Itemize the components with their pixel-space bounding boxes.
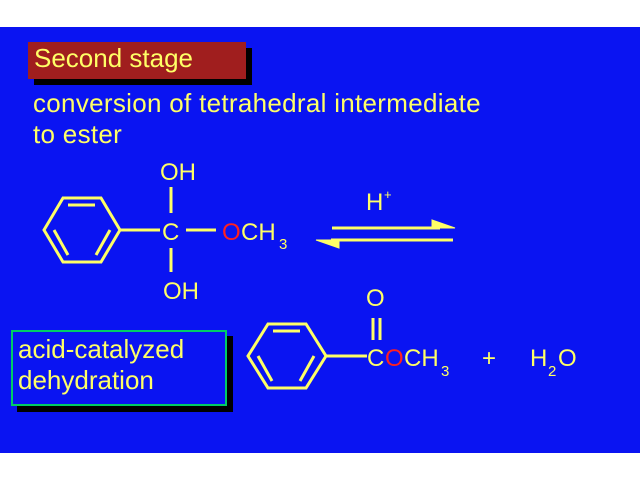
slide-title: Second stage bbox=[34, 43, 194, 73]
product-carbonyl-oxygen: O bbox=[366, 285, 385, 312]
slide-subtitle: conversion of tetrahedral intermediate t… bbox=[33, 88, 481, 150]
catalyst-label: H bbox=[366, 189, 383, 216]
step-label-line-2: dehydration bbox=[18, 365, 154, 395]
water-subscript: 2 bbox=[548, 363, 556, 380]
carbonyl-double-bond bbox=[371, 318, 382, 340]
intermediate-methyl-subscript: 3 bbox=[279, 236, 287, 253]
title-box bbox=[28, 42, 246, 79]
intermediate-methyl: CH bbox=[241, 219, 276, 246]
intermediate-bottom-oh: OH bbox=[163, 278, 199, 305]
intermediate-ether-oxygen: O bbox=[222, 219, 241, 246]
water-hydrogen: H bbox=[530, 345, 547, 372]
step-label-line-1: acid-catalyzed bbox=[18, 334, 185, 364]
plus-sign: + bbox=[482, 345, 496, 372]
intermediate-carbon: C bbox=[162, 219, 179, 246]
water-oxygen: O bbox=[558, 345, 577, 372]
product-carbon: C bbox=[367, 345, 384, 372]
intermediate-benzene-ring bbox=[42, 196, 122, 264]
product-benzene-ring bbox=[246, 322, 328, 390]
catalyst-superscript: + bbox=[384, 187, 392, 202]
product-ester-oxygen: O bbox=[385, 345, 404, 372]
intermediate-top-oh: OH bbox=[160, 159, 196, 186]
step-label-box bbox=[11, 330, 227, 406]
step-label: acid-catalyzed dehydration bbox=[18, 334, 184, 396]
product-methyl: CH bbox=[404, 345, 439, 372]
subtitle-line-1: conversion of tetrahedral intermediate bbox=[33, 88, 481, 118]
subtitle-line-2: to ester bbox=[33, 119, 123, 149]
equilibrium-arrow bbox=[315, 219, 456, 249]
product-methyl-subscript: 3 bbox=[441, 363, 449, 380]
